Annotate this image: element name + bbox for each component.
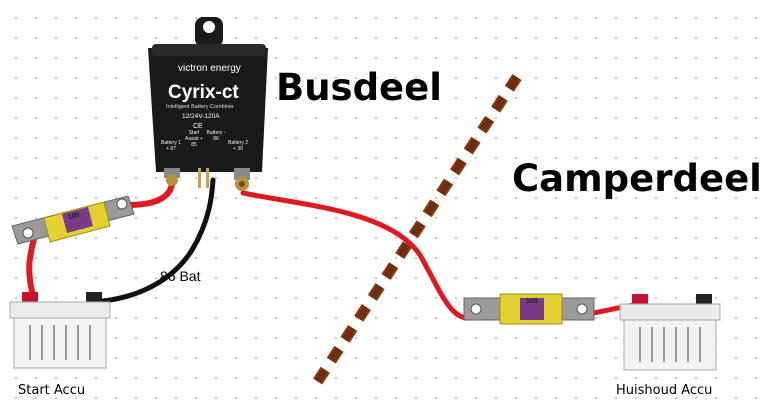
wire-fuse-to-87 bbox=[125, 172, 176, 208]
device-subtitle: Intelligent Battery Combiner bbox=[166, 104, 234, 110]
fuse-right bbox=[463, 293, 595, 325]
zone-label-busdeel: Busdeel bbox=[276, 66, 442, 109]
fuse-right-rating: 100 bbox=[526, 298, 538, 305]
device-brand: victron energy bbox=[178, 63, 241, 74]
fuse-left bbox=[11, 195, 135, 245]
zone-divider-shade bbox=[313, 75, 520, 386]
battery-combiner-icon bbox=[148, 17, 268, 191]
start-battery-icon bbox=[9, 292, 111, 369]
house-battery-label: Huishoud Accu bbox=[616, 383, 713, 398]
terminal-battery1: Battery 1 + 87 bbox=[160, 140, 181, 152]
wire-86-negative bbox=[89, 177, 216, 305]
device-model: Cyrix-ct bbox=[168, 82, 239, 103]
terminal-battery2: Battery 2 + 30 bbox=[227, 140, 248, 152]
start-battery-label: Start Accu bbox=[18, 383, 86, 398]
house-battery-icon bbox=[619, 294, 721, 371]
terminal-battery-minus: Battery - 86 bbox=[206, 130, 226, 142]
wire-start-positive bbox=[26, 229, 39, 303]
terminal-start-assist: Start Assist + 85 bbox=[185, 130, 203, 148]
wire-30-to-house bbox=[240, 190, 473, 321]
zone-label-camperdeel: Camperdeel bbox=[512, 157, 762, 200]
zone-divider bbox=[311, 73, 522, 388]
wire-label-86: 86 Bat bbox=[160, 268, 201, 284]
device-ce-mark: CE bbox=[193, 123, 203, 130]
device-rating: 12/24V-120A bbox=[182, 113, 220, 120]
